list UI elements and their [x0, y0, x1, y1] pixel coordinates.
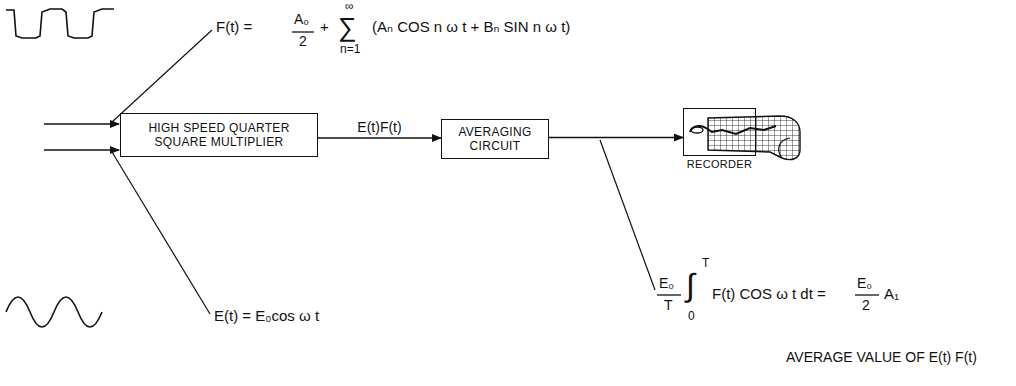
- input-arrow: [44, 123, 119, 125]
- signal-label: E(t)F(t): [355, 119, 403, 135]
- sine-waveform: [6, 297, 102, 327]
- multiplier-box: HIGH SPEED QUARTER SQUARE MULTIPLIER: [120, 113, 318, 157]
- formula-text: T: [664, 298, 673, 313]
- paper-curl: [779, 138, 790, 158]
- chart-paper: [708, 116, 800, 160]
- fraction-bar: [657, 294, 681, 295]
- sum-limit: n=1: [340, 43, 360, 56]
- formula-text: E(t) = E₀cos ω t: [214, 308, 319, 325]
- recorder-pen: [690, 126, 776, 134]
- caption-note: AVERAGE VALUE OF E(t) F(t): [786, 350, 977, 365]
- formula-text: E₀: [659, 276, 674, 291]
- leader-line: [600, 140, 655, 290]
- input-arrow: [44, 149, 119, 151]
- formula-text: +: [320, 19, 329, 36]
- averaging-box: AVERAGING CIRCUIT: [441, 119, 549, 159]
- recorder-pen-tip: [691, 127, 703, 133]
- recorder-box: RECORDER: [683, 108, 756, 156]
- box-label: HIGH SPEED QUARTER SQUARE MULTIPLIER: [140, 119, 298, 151]
- fraction-bar: [855, 294, 879, 295]
- fraction-bar: [292, 31, 314, 32]
- sum-symbol: ∑: [338, 13, 357, 42]
- connector-arrow: [549, 137, 683, 139]
- formula-text: (Aₙ COS n ω t + Bₙ SIN n ω t): [372, 19, 570, 36]
- formula-text: A₁: [884, 286, 899, 303]
- connector-arrow: [318, 137, 441, 139]
- sum-limit: ∞: [345, 0, 354, 13]
- leader-line: [112, 30, 212, 122]
- square-waveform: [6, 9, 114, 38]
- formula-text: F(t) =: [216, 19, 252, 36]
- formula-text: 2: [862, 298, 870, 313]
- formula-text: 2: [299, 34, 307, 49]
- box-label: RECORDER: [687, 158, 752, 171]
- integral-symbol: ∫: [686, 268, 695, 303]
- formula-text: A₀: [294, 12, 309, 27]
- leader-line: [112, 152, 210, 314]
- formula-text: E₀: [857, 276, 872, 291]
- integral-limit: T: [702, 257, 709, 270]
- integral-limit: 0: [688, 310, 695, 323]
- box-label: AVERAGING CIRCUIT: [446, 123, 544, 155]
- formula-text: F(t) COS ω t dt =: [712, 286, 826, 303]
